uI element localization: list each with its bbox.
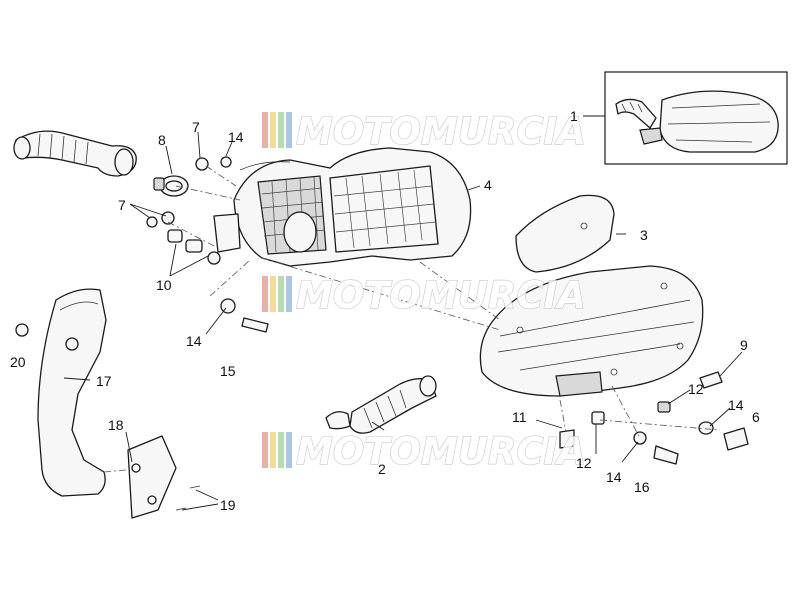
callout-labels: 1 3 4 5 6 7 7 8 9 10 11 12 12 14 14 14 1… (10, 108, 760, 513)
callout-12b: 12 (576, 455, 592, 471)
watermark-middle: MOTOMURCIA (262, 273, 587, 318)
callout-1: 1 (570, 108, 578, 124)
callout-9: 9 (740, 337, 748, 353)
callout-11: 11 (512, 409, 527, 425)
callout-14b: 14 (186, 333, 202, 349)
callout-4: 4 (484, 177, 492, 193)
filter-housing-frame (213, 147, 472, 267)
callout-8: 8 (158, 132, 166, 148)
bracket-plate (127, 435, 177, 519)
callout-17: 17 (96, 373, 112, 389)
filter-element (515, 194, 615, 273)
leader-lines (63, 115, 743, 511)
watermark-top: MOTOMURCIA (262, 109, 587, 154)
callout-7a: 7 (192, 119, 200, 135)
callout-14c: 14 (728, 397, 744, 413)
callout-12a: 12 (688, 381, 704, 397)
intake-hose (13, 130, 137, 177)
callout-15: 15 (220, 363, 236, 379)
svg-text:MOTOMURCIA: MOTOMURCIA (296, 430, 586, 473)
fasteners (15, 298, 749, 511)
svg-text:MOTOMURCIA: MOTOMURCIA (296, 110, 586, 153)
callout-14d: 14 (606, 469, 622, 485)
callout-19: 19 (220, 497, 236, 513)
callout-18: 18 (108, 417, 124, 433)
watermark-bottom: MOTOMURCIA (262, 429, 587, 474)
intake-duct (325, 375, 437, 434)
assembly-inset (604, 71, 788, 165)
callout-2: 2 (378, 461, 386, 477)
housing-hardware (146, 156, 232, 265)
callout-7b: 7 (118, 197, 126, 213)
callout-6: 6 (752, 409, 760, 425)
side-panel (37, 288, 107, 497)
callout-10: 10 (156, 277, 172, 293)
filter-cover (479, 265, 704, 397)
callout-20: 20 (10, 354, 26, 370)
svg-text:MOTOMURCIA: MOTOMURCIA (296, 274, 586, 317)
callout-14a: 14 (228, 129, 244, 145)
callout-3: 3 (640, 227, 648, 243)
callout-16: 16 (634, 479, 650, 495)
assembly-lines (103, 165, 721, 473)
